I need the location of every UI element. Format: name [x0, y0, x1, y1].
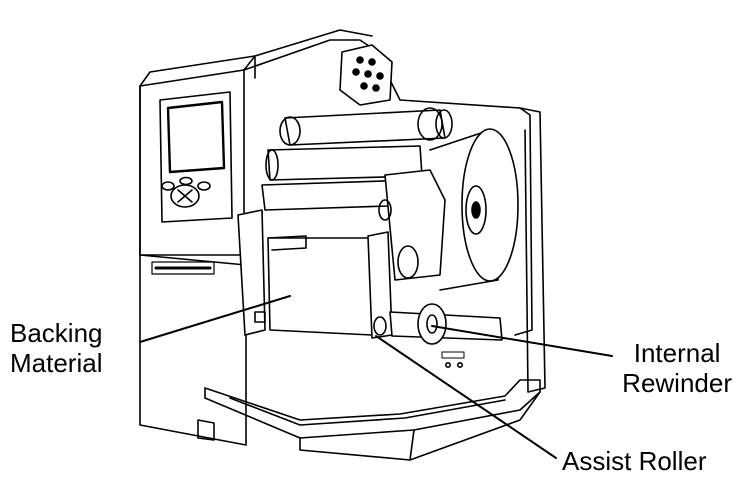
brand-plate	[151, 261, 215, 275]
backing-material-sheet	[267, 235, 373, 336]
ribbon-spindle	[279, 107, 453, 146]
rewinder-disc	[429, 128, 519, 291]
base-tray	[204, 379, 541, 461]
printer-body	[139, 55, 256, 446]
leader-internal-rewinder	[431, 325, 613, 357]
callout-assist-roller-text: Assist Roller	[562, 446, 707, 476]
callout-assist-roller: Assist Roller	[562, 446, 706, 476]
callout-backing-material-line2: Material	[10, 348, 103, 378]
callout-internal-rewinder: Internal Rewinder	[622, 338, 732, 398]
assist-roller-arm	[367, 231, 393, 339]
callout-backing-material-line1: Backing	[10, 318, 103, 348]
leader-lines	[139, 295, 613, 459]
callout-internal-rewinder-line2: Rewinder	[622, 368, 732, 398]
callout-internal-rewinder-line1: Internal	[633, 338, 721, 368]
keypad	[161, 176, 211, 208]
printhead-assembly	[339, 44, 393, 106]
callout-backing-material: Backing Material	[10, 318, 103, 378]
left-hinge	[237, 209, 266, 336]
leader-backing-material	[139, 295, 291, 343]
rear-frame	[243, 29, 546, 393]
leader-assist-roller	[375, 335, 557, 459]
display-panel	[159, 91, 233, 223]
gear-mechanism	[378, 169, 446, 281]
